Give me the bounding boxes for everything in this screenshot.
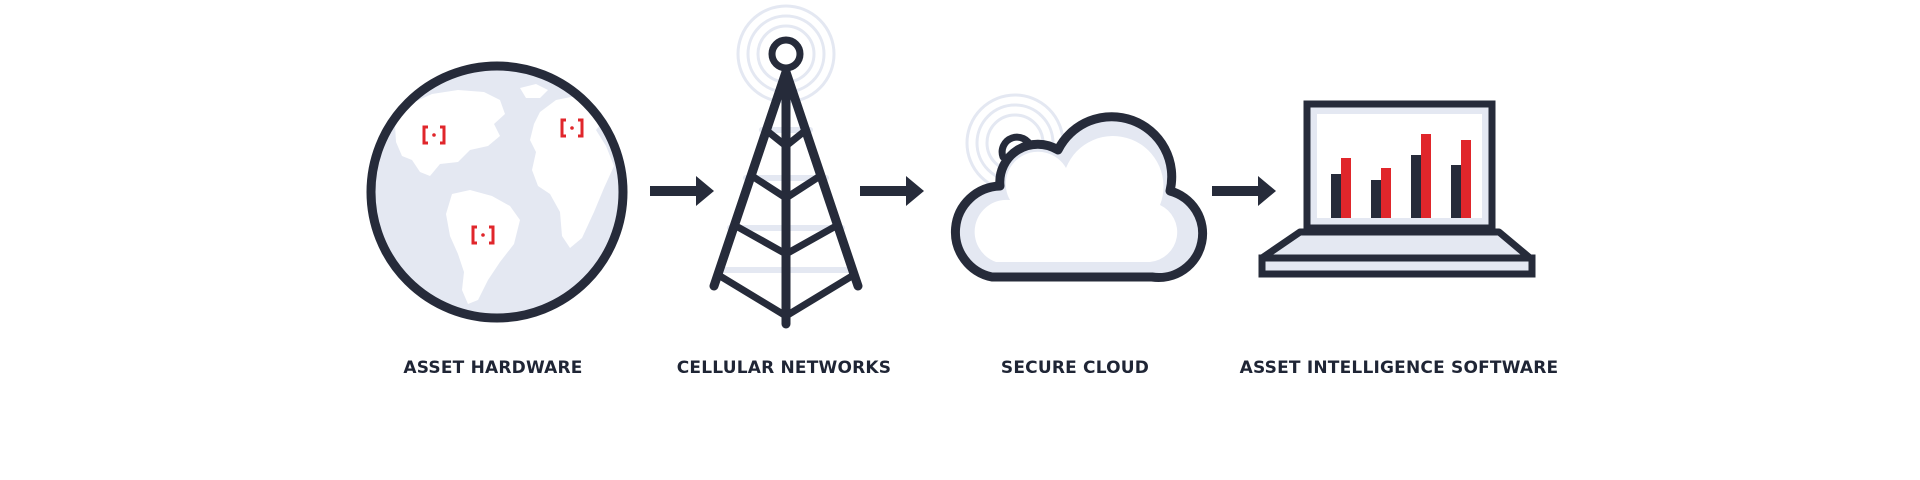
arrow-right-icon [650,176,714,206]
step-label-secure-cloud: SECURE CLOUD [1000,358,1150,378]
step-label-asset-intelligence-software: ASSET INTELLIGENCE SOFTWARE [1239,358,1559,378]
tracker-marker-icon [471,225,495,245]
arrow-right-icon [1212,176,1276,206]
tracker-marker-icon [422,125,446,145]
tracker-marker-icon [560,118,584,138]
arrow-right-icon [860,176,924,206]
step-label-cellular-networks: CELLULAR NETWORKS [676,358,892,378]
continents [395,80,614,304]
cloud-icon [950,93,1208,282]
step-label-asset-hardware: ASSET HARDWARE [403,358,583,378]
globe-icon [366,61,628,323]
laptop-chart-icon [1258,100,1536,278]
cell-tower-icon [709,4,863,329]
bar-chart-icon [1331,134,1471,218]
